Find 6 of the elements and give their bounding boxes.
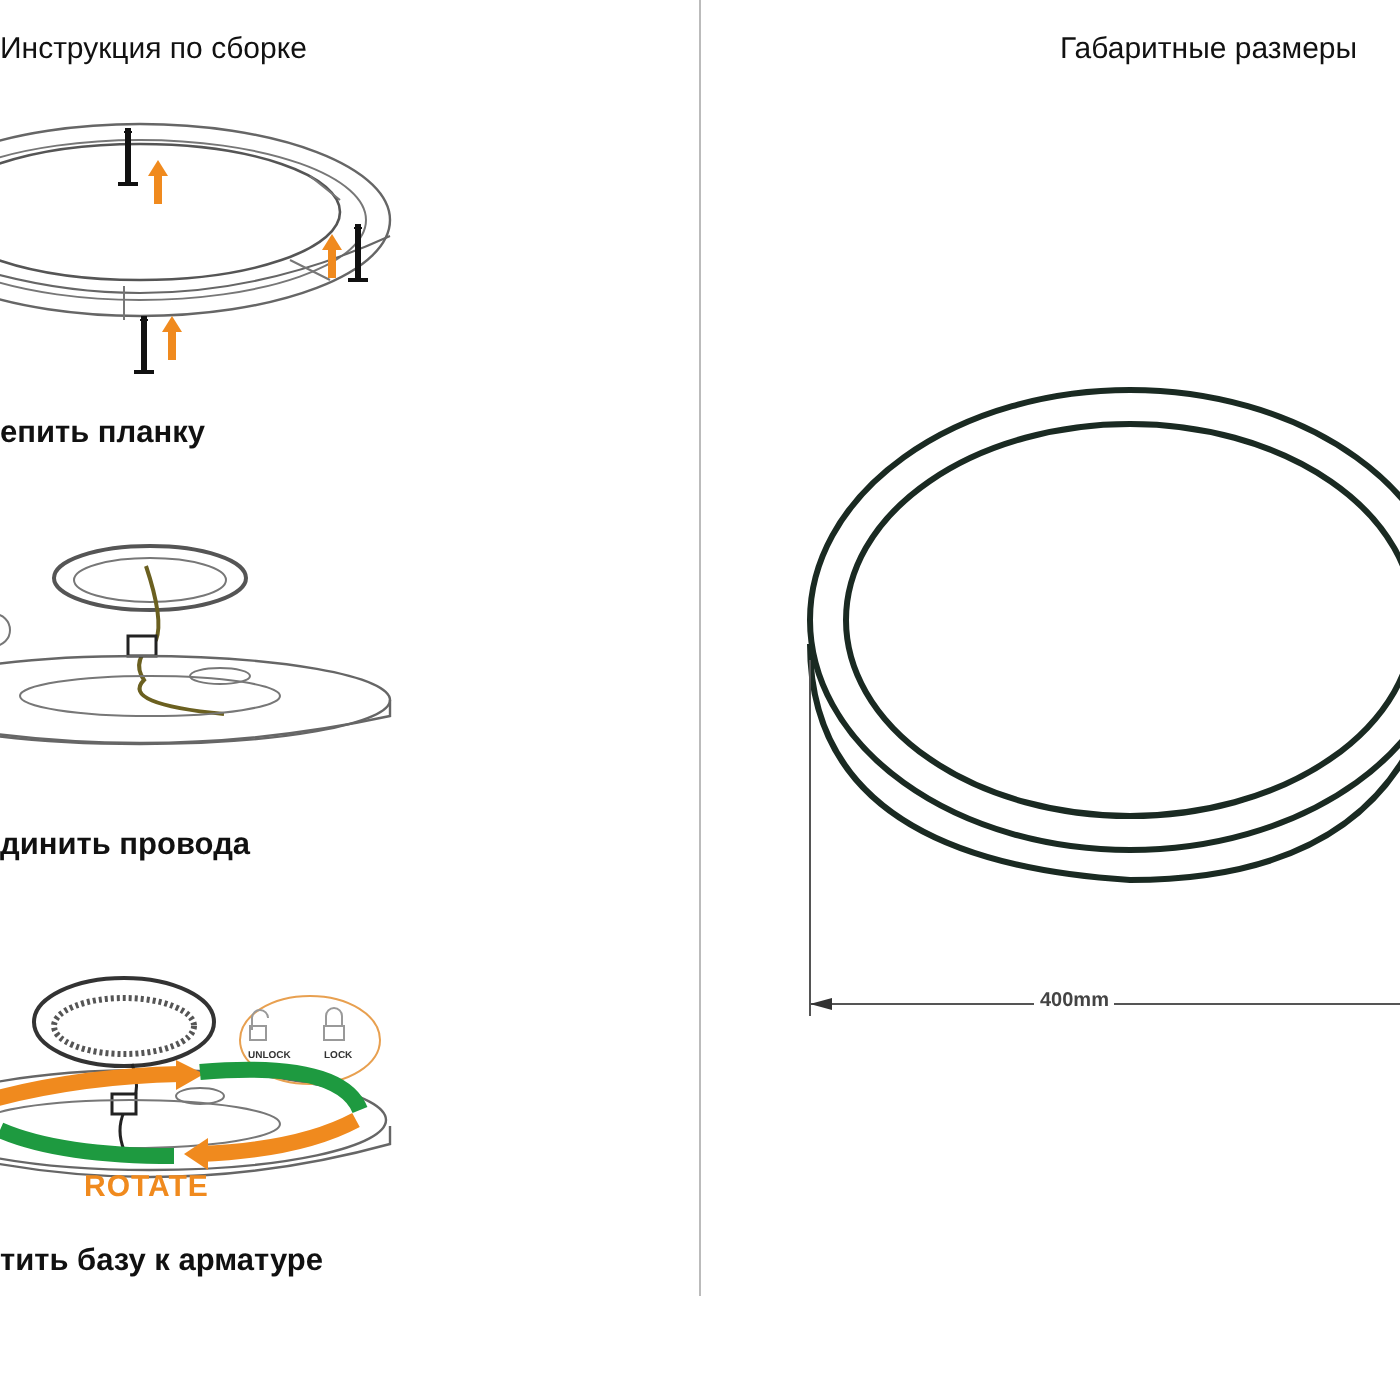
section-heading: Инструкция по сборке (0, 32, 307, 68)
step-caption: епить планку (0, 416, 206, 454)
step-caption: динить провода (0, 828, 251, 866)
section-heading: Габаритные размеры (1060, 32, 1358, 68)
step-caption: тить базу к арматуре (0, 1244, 323, 1282)
rotate-label: ROTATE (84, 1170, 209, 1206)
